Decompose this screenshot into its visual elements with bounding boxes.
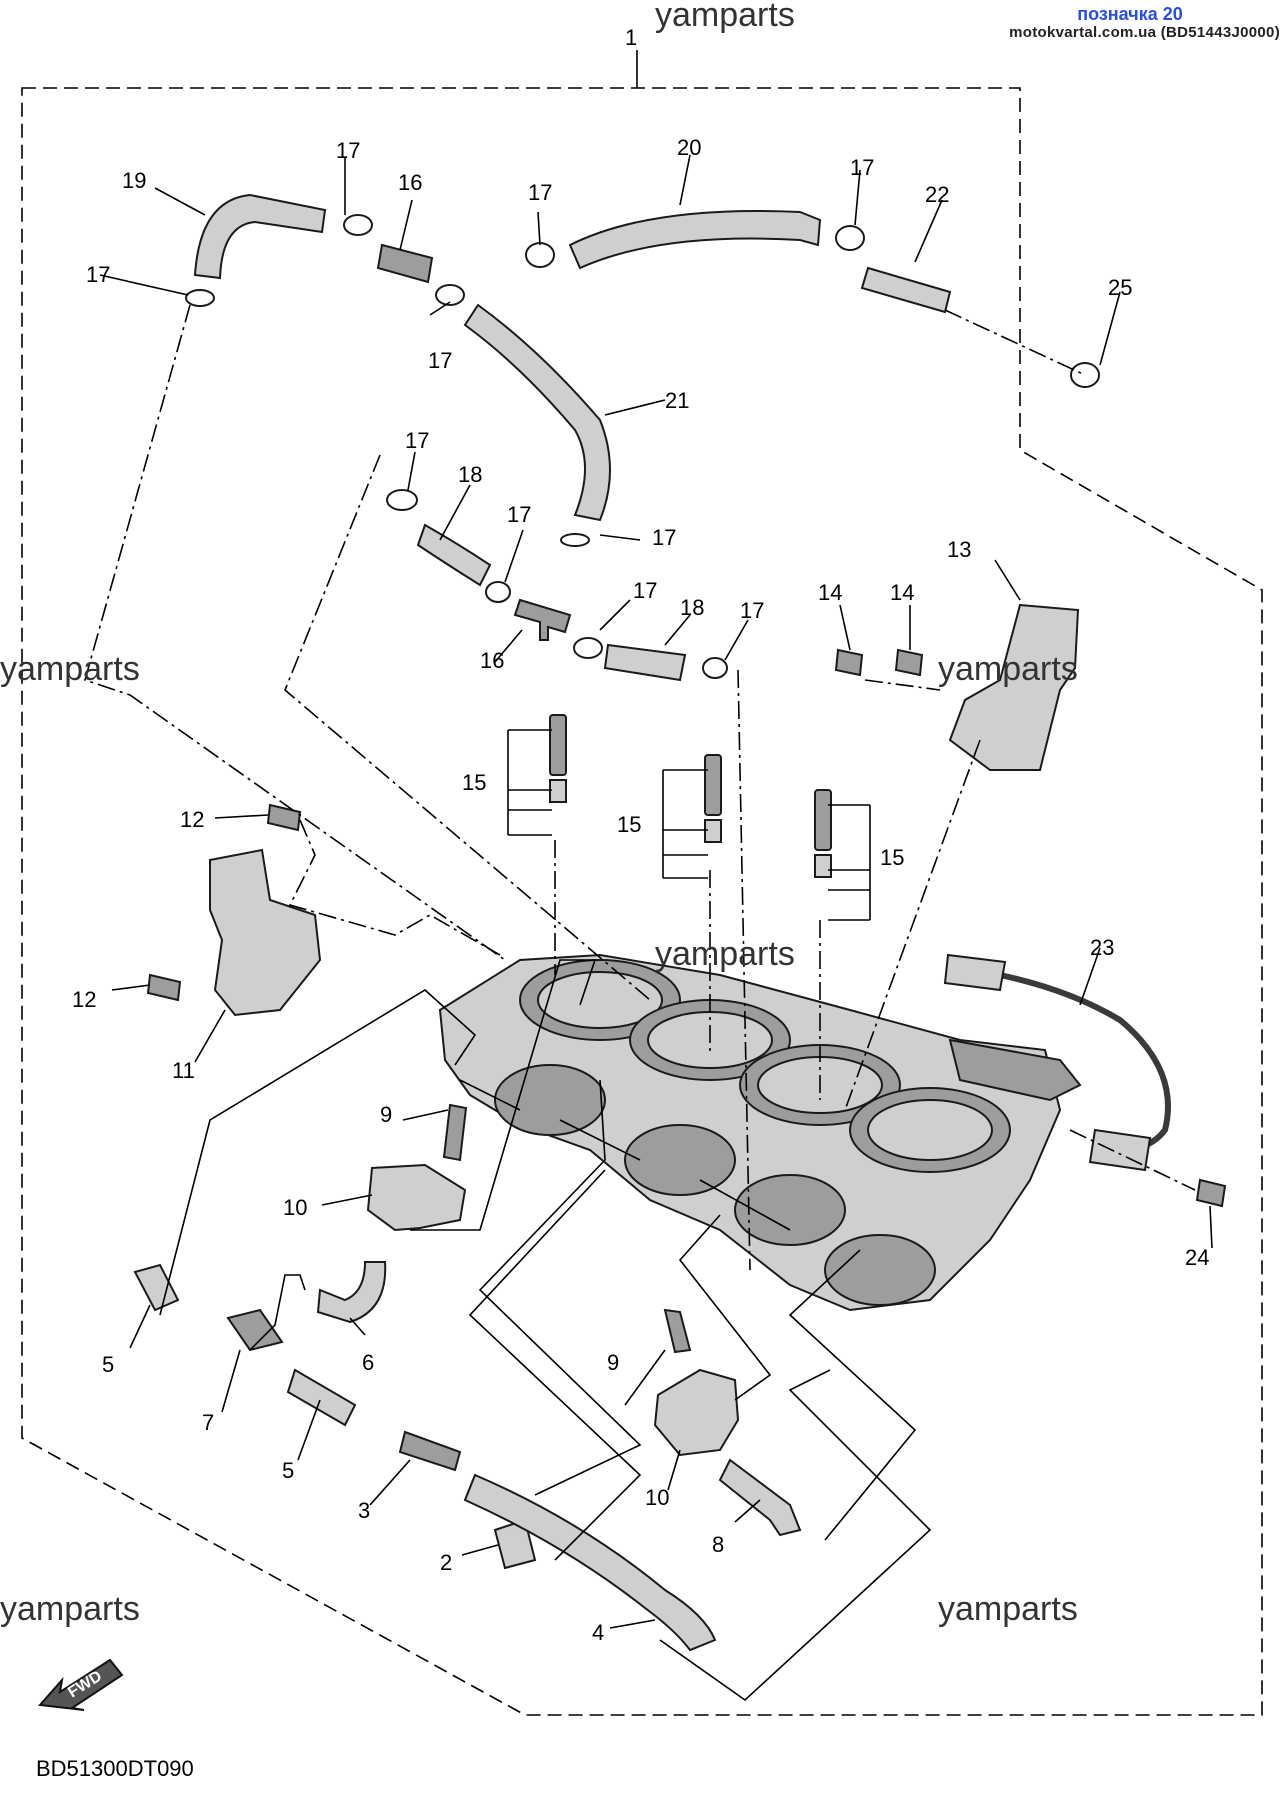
watermark: yamparts xyxy=(0,650,140,688)
callout-18: 18 xyxy=(458,462,482,487)
watermark: yamparts xyxy=(655,935,795,973)
callout-12: 12 xyxy=(72,987,96,1012)
callout-15: 15 xyxy=(462,770,486,795)
callout-5: 5 xyxy=(282,1458,294,1483)
callout-11: 11 xyxy=(172,1058,195,1083)
callout-15: 15 xyxy=(880,845,904,870)
callout-1: 1 xyxy=(625,25,637,50)
callout-17: 17 xyxy=(507,502,531,527)
callout-15: 15 xyxy=(617,812,641,837)
clamps-17 xyxy=(185,214,1100,679)
callout-14: 14 xyxy=(818,580,842,605)
callout-9: 9 xyxy=(607,1350,619,1375)
bracket-15 xyxy=(507,729,871,921)
screw-14a xyxy=(834,648,864,677)
routing-lines xyxy=(159,959,932,1702)
joint-16-top xyxy=(376,243,434,284)
callout-20: 20 xyxy=(677,135,701,160)
hose-18-lower xyxy=(603,643,687,682)
callout-8: 8 xyxy=(712,1532,724,1557)
sensor-10-right xyxy=(653,1368,740,1457)
diagram-reference-code: BD51300DT090 xyxy=(36,1756,194,1781)
screw-12a xyxy=(266,803,302,832)
callout-16: 16 xyxy=(480,648,504,673)
callout-4: 4 xyxy=(592,1620,604,1645)
hose-5-lower xyxy=(286,1368,357,1427)
connector-23a xyxy=(943,953,1007,992)
callout-17: 17 xyxy=(740,598,764,623)
screw-12b xyxy=(146,973,182,1002)
callout-17: 17 xyxy=(633,578,657,603)
callout-19: 19 xyxy=(122,168,146,193)
callout-17: 17 xyxy=(336,138,360,163)
hose-20 xyxy=(568,209,822,270)
screw-14b xyxy=(894,648,924,677)
sensor-13 xyxy=(948,603,1080,771)
callout-17: 17 xyxy=(850,155,874,180)
connector-23b xyxy=(1088,1128,1152,1172)
sensor-10-left xyxy=(366,1163,467,1232)
callout-17: 17 xyxy=(528,180,552,205)
callout-22: 22 xyxy=(925,182,949,207)
callout-10: 10 xyxy=(645,1485,669,1510)
joint-3 xyxy=(398,1430,462,1472)
leader-lines xyxy=(99,154,1213,1629)
assembly-boundary xyxy=(21,87,1263,1716)
callout-6: 6 xyxy=(362,1350,374,1375)
hose-19 xyxy=(193,193,327,280)
callout-17: 17 xyxy=(86,262,110,287)
watermark: yamparts xyxy=(655,0,795,34)
screws-15 xyxy=(549,714,832,878)
callout-17: 17 xyxy=(428,348,452,373)
callout-21: 21 xyxy=(665,388,689,413)
wire-harness-23 xyxy=(999,972,1171,1153)
sensor-11 xyxy=(209,848,322,1017)
source-reference: motokvartal.com.ua (BD51443J0000) xyxy=(1009,24,1280,41)
callout-2: 2 xyxy=(440,1550,452,1575)
callout-14: 14 xyxy=(890,580,914,605)
hose-18-upper xyxy=(416,523,492,587)
callout-9: 9 xyxy=(380,1102,392,1127)
callout-5: 5 xyxy=(102,1352,114,1377)
fwd-arrow-icon: FWD xyxy=(37,1658,124,1711)
assembly-lines xyxy=(84,304,1196,1271)
callout-13: 13 xyxy=(947,537,971,562)
hose-6 xyxy=(316,1261,387,1324)
watermark: yamparts xyxy=(0,1590,140,1628)
callout-7: 7 xyxy=(202,1410,214,1435)
cap-5-top xyxy=(133,1263,180,1312)
hose-21 xyxy=(463,303,611,522)
callout-10: 10 xyxy=(283,1195,307,1220)
screw-24 xyxy=(1195,1178,1227,1208)
callout-12: 12 xyxy=(180,807,204,832)
joint-22 xyxy=(860,266,952,314)
bolt-9-left xyxy=(442,1103,468,1162)
joint-16-lower xyxy=(513,598,572,641)
callout-3: 3 xyxy=(358,1498,370,1523)
callout-16: 16 xyxy=(398,170,422,195)
bolt-9-right xyxy=(663,1308,692,1354)
header-link[interactable]: позначка 20 xyxy=(1077,4,1183,24)
callout-23: 23 xyxy=(1090,935,1114,960)
hose-4 xyxy=(463,1473,717,1652)
callout-24: 24 xyxy=(1185,1245,1209,1270)
watermark: yamparts xyxy=(938,1590,1078,1628)
callout-17: 17 xyxy=(405,428,429,453)
callout-25: 25 xyxy=(1108,275,1132,300)
watermark: yamparts xyxy=(938,650,1078,688)
callout-17: 17 xyxy=(652,525,676,550)
throttle-body xyxy=(438,953,1082,1312)
hose-8 xyxy=(718,1458,802,1537)
joint-7 xyxy=(226,1308,284,1352)
callout-18: 18 xyxy=(680,595,704,620)
